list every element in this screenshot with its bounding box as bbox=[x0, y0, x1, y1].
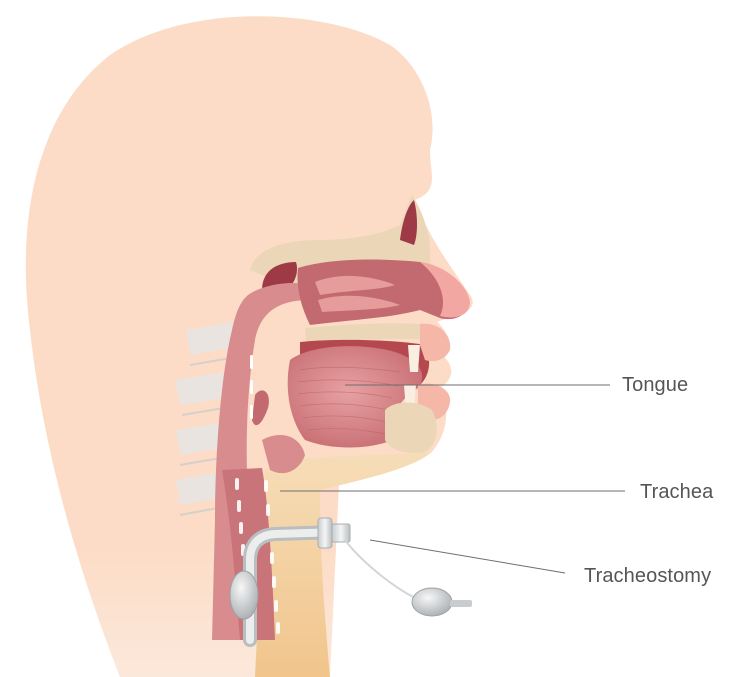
upper-lip bbox=[420, 324, 450, 361]
mandible bbox=[385, 403, 437, 453]
pilot-balloon-icon bbox=[345, 540, 472, 616]
cuff-balloon-icon bbox=[230, 571, 258, 619]
upper-tooth bbox=[408, 345, 420, 372]
trachea-label: Trachea bbox=[640, 481, 713, 504]
spinal-dashes bbox=[250, 355, 253, 419]
tracheostomy-leader-line bbox=[370, 540, 565, 573]
tracheostomy-label: Tracheostomy bbox=[584, 565, 711, 588]
tongue-label: Tongue bbox=[622, 374, 688, 397]
neck-front bbox=[255, 452, 432, 677]
